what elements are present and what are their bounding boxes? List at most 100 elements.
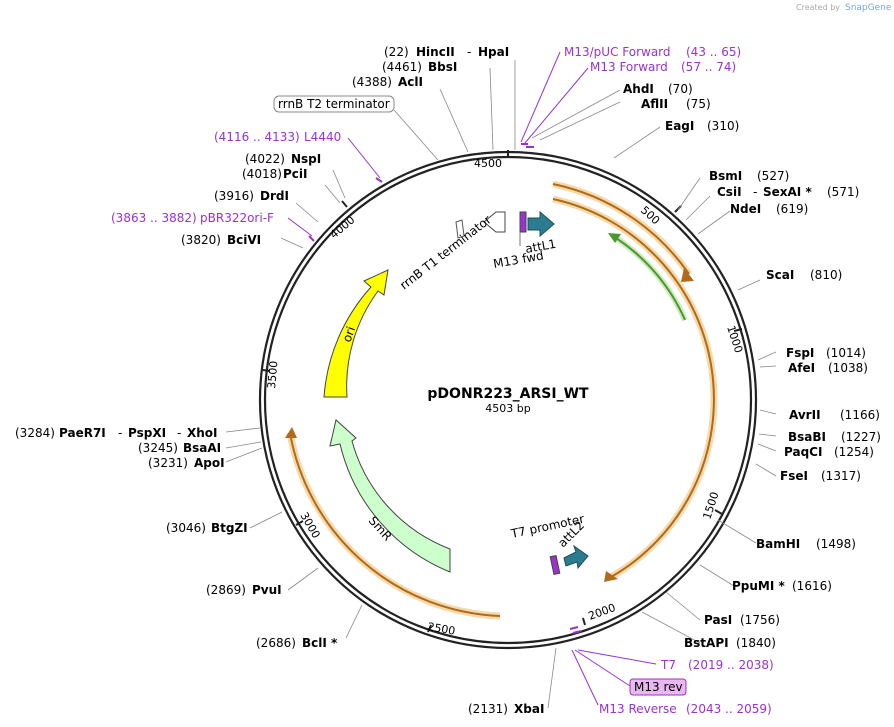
ahdi-label: AhdI: [623, 82, 654, 96]
pvui-label: PvuI: [252, 583, 282, 597]
ppumi-position: (1616): [792, 579, 832, 593]
hyphen-sexai: -: [753, 185, 757, 199]
bcli-position: (2686): [256, 636, 296, 650]
hpai-label: HpaI: [478, 45, 509, 59]
l4440-position: (4116 .. 4133): [214, 130, 300, 144]
eagi-label: EagI: [665, 119, 694, 133]
m13-fwd-label: M13 fwd: [492, 248, 545, 271]
drdi-position: (3916): [214, 189, 254, 203]
l4440-label: L4440: [304, 130, 341, 144]
aflii-position: (75): [686, 97, 711, 111]
smr-feature-arrow: [329, 419, 451, 573]
attl1-arrow: [527, 210, 555, 238]
t7-promoter-marker: [549, 554, 561, 576]
btgzi-position: (3046): [166, 521, 206, 535]
pbr322ori-f-label: pBR322ori-F: [200, 211, 274, 225]
primer-lines: [287, 51, 657, 706]
pasi-position: (1756): [740, 613, 780, 627]
fspi-label: FspI: [786, 346, 814, 360]
fspi-position: (1014): [826, 346, 866, 360]
btgzi-label: BtgZI: [211, 521, 248, 535]
hincii-label: HincII: [416, 45, 455, 59]
bcivi-label: BciVI: [227, 233, 261, 247]
rrnb-t2-terminator-box: [273, 95, 395, 113]
pbr322ori-f-position: (3863 .. 3882): [111, 211, 197, 225]
hincii-position: (22): [384, 45, 409, 59]
bsmi-position: (527): [757, 169, 789, 183]
plasmid-length: 4503 bp: [485, 402, 530, 415]
csii-position: (571): [827, 185, 859, 199]
m13-rev-label: M13 rev: [634, 680, 683, 694]
apoi-position: (3231): [148, 456, 188, 470]
paqci-position: (1254): [834, 445, 874, 459]
fsei-position: (1317): [821, 469, 861, 483]
xbai-label: XbaI: [514, 702, 544, 716]
pcii-position: (4018): [242, 167, 282, 181]
tick-label-4000: 4000: [328, 213, 358, 241]
m13-forward-position: (57 .. 74): [681, 60, 736, 74]
pspxi-label: PspXI: [128, 426, 166, 440]
scai-position: (810): [810, 268, 842, 282]
t7-primer-position: (2019 .. 2038): [688, 658, 774, 672]
bcivi-position: (3820): [181, 233, 221, 247]
tick-label-2500: 2500: [426, 620, 456, 638]
bbsi-label: BbsI: [428, 60, 457, 74]
created-by-text: Created by: [796, 3, 840, 12]
xhoi-label: XhoI: [187, 426, 218, 440]
hyphen-xhoi: -: [177, 426, 181, 440]
bsabi-position: (1227): [841, 430, 881, 444]
acli-label: AclI: [398, 75, 423, 89]
rrnb-t1-terminator-arrow: [483, 211, 506, 233]
aflii-label: AflII: [641, 97, 668, 111]
t7-primer-label: T7: [660, 658, 676, 672]
nspi-position: (4022): [245, 152, 285, 166]
bsaai-position: (3245): [138, 441, 178, 455]
bstapi-label: BstAPI: [684, 636, 729, 650]
ahdi-position: (70): [668, 82, 693, 96]
eagi-position: (310): [707, 119, 739, 133]
tick-label-4500: 4500: [474, 157, 502, 170]
bamhi-position: (1498): [816, 537, 856, 551]
avrii-position: (1166): [840, 408, 880, 422]
hyphen-hpai: -: [467, 45, 471, 59]
m13-forward-label: M13 Forward: [590, 60, 668, 74]
bamhi-label: BamHI: [756, 537, 800, 551]
m13-rev-box: [629, 678, 687, 696]
tick-label-1500: 1500: [700, 490, 721, 521]
m13-fwd-marker: [519, 211, 527, 233]
ndei-label: NdeI: [730, 202, 761, 216]
tick-label-1000: 1000: [724, 324, 745, 355]
rrnb-t2-terminator-label: rrnB T2 terminator: [278, 97, 390, 111]
attl1-label: attL1: [524, 237, 557, 256]
fsei-label: FseI: [780, 469, 808, 483]
attl2-arrow: [563, 544, 589, 570]
bsabi-label: BsaBI: [788, 430, 826, 444]
drdi-label: DrdI: [260, 189, 289, 203]
m13-reverse-position: (2043 .. 2059): [686, 702, 772, 716]
apoi-label: ApoI: [194, 456, 225, 470]
m13-puc-forward-label: M13/pUC Forward: [564, 45, 671, 59]
tick-marks: [262, 150, 743, 633]
avrii-label: AvrII: [789, 408, 821, 422]
acli-position: (4388): [352, 75, 392, 89]
scai-label: ScaI: [766, 268, 794, 282]
orf-lower-arc: [285, 427, 501, 620]
m13-puc-forward-position: (43 .. 65): [686, 45, 741, 59]
paqci-label: PaqCI: [784, 445, 822, 459]
orf-green-arc: [608, 233, 688, 322]
ppumi-label: PpuMI *: [732, 579, 786, 593]
pcii-label: PciI: [283, 167, 308, 181]
afei-position: (1038): [828, 361, 868, 375]
bbsi-position: (4461): [382, 60, 422, 74]
tick-label-3500: 3500: [265, 360, 280, 389]
orf-outer-arc: [552, 180, 694, 282]
rrnb-t2-small-marker: [455, 219, 465, 239]
snapgene-logo-text: SnapGene: [845, 3, 892, 13]
bcli-label: BclI *: [302, 636, 338, 650]
ndei-position: (619): [776, 202, 808, 216]
leader-lines: [225, 60, 777, 709]
bsaai-label: BsaAI: [183, 441, 221, 455]
m13-reverse-label: M13 Reverse: [599, 702, 677, 716]
ori-feature-label: ori: [340, 325, 358, 344]
